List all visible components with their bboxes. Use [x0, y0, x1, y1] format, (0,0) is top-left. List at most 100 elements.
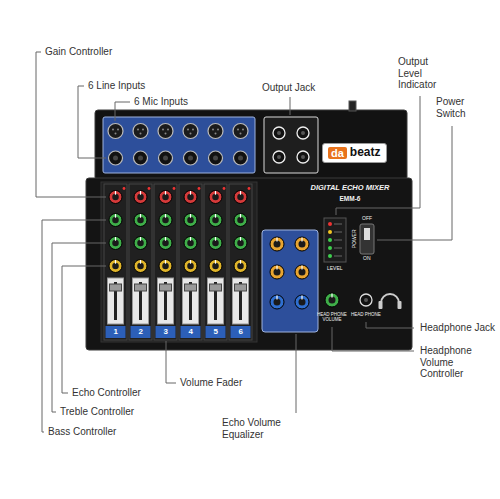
knob-tick — [240, 260, 241, 264]
knob-tick — [331, 294, 332, 298]
knob-tick — [301, 296, 302, 300]
knob-tick — [240, 191, 241, 195]
knob-tick — [215, 191, 216, 195]
knob — [209, 214, 222, 227]
line-jack-hole — [213, 156, 218, 161]
callout-label: Headphone Volume Controller — [420, 345, 494, 380]
channel-number: 3 — [164, 327, 168, 336]
knob — [109, 191, 122, 204]
power-toggle — [364, 228, 370, 240]
callout-label: Output Jack — [262, 82, 315, 94]
level-led — [328, 230, 332, 234]
knob-tick — [215, 260, 216, 264]
line-jack — [234, 151, 248, 165]
line-jack-hole — [163, 156, 168, 161]
knob-tick — [190, 191, 191, 195]
output-jack-hole — [301, 131, 305, 135]
fader-housing — [133, 278, 149, 324]
logo-badge: dabeatz — [322, 143, 387, 163]
line-jack — [159, 151, 173, 165]
fader-housing — [108, 278, 124, 324]
knob — [209, 237, 222, 250]
switch-text: POWER — [351, 229, 357, 248]
knob-tick — [215, 237, 216, 241]
leader-line — [42, 220, 106, 432]
mic-pin — [112, 129, 114, 131]
knob-tick — [140, 214, 141, 218]
level-led — [328, 222, 332, 226]
input-panel — [103, 117, 255, 173]
level-meter — [324, 218, 346, 262]
headphone-icon — [379, 301, 383, 309]
knob-tick — [276, 296, 277, 300]
leader-line — [52, 243, 106, 412]
callout-label: Treble Controller — [60, 406, 134, 418]
fader-handle — [135, 284, 147, 291]
fader-housing — [158, 278, 174, 324]
output-jack-hole — [277, 131, 281, 135]
knob — [134, 191, 147, 204]
channel-strip — [179, 184, 202, 340]
channel-number-box — [231, 326, 251, 338]
channel-strip — [204, 184, 227, 340]
knob-tick — [115, 191, 116, 195]
knob-tick — [140, 237, 141, 241]
callout-label: 6 Mic Inputs — [134, 96, 188, 108]
top-knob — [349, 101, 356, 111]
mic-pin — [240, 133, 242, 135]
leader-line — [166, 341, 176, 383]
peak-led — [223, 187, 226, 190]
callout-label: Volume Fader — [180, 377, 242, 389]
leader-line — [290, 97, 291, 115]
mic-jack — [158, 124, 173, 139]
channel-number: 5 — [214, 327, 218, 336]
peak-led — [148, 187, 151, 190]
mic-pin — [142, 129, 144, 131]
output-jack — [273, 151, 285, 163]
mic-pin — [165, 133, 167, 135]
mic-pin — [237, 129, 239, 131]
echo-panel — [262, 230, 318, 332]
fader-handle — [210, 284, 222, 291]
knob — [234, 214, 247, 227]
knob — [109, 260, 122, 273]
knob — [209, 191, 222, 204]
mic-jack — [208, 124, 223, 139]
panel-text: HEAD PHONE VOLUME — [317, 312, 347, 322]
knob — [184, 260, 197, 273]
channel-number: 4 — [189, 327, 193, 336]
logo-text: da — [328, 147, 347, 159]
knob-tick — [115, 214, 116, 218]
knob-tick — [115, 260, 116, 264]
fader-housing — [233, 278, 249, 324]
peak-led — [123, 187, 126, 190]
leader-line — [78, 86, 106, 158]
channel-strip — [104, 184, 127, 340]
knob — [295, 237, 309, 251]
knob — [159, 214, 172, 227]
mic-pin — [217, 129, 219, 131]
line-jack-hole — [138, 156, 143, 161]
mic-pin — [192, 129, 194, 131]
line-jack-hole — [113, 156, 118, 161]
meter-text: LEVEL — [327, 266, 343, 272]
leader-line — [332, 327, 414, 351]
knob — [234, 237, 247, 250]
channel-area — [101, 182, 257, 342]
callout-label: Power Switch — [436, 96, 480, 119]
channel-number-box — [181, 326, 201, 338]
knob — [295, 295, 309, 309]
level-tick — [334, 224, 342, 225]
output-panel — [264, 117, 318, 173]
channel-number-box — [106, 326, 126, 338]
mic-pin — [115, 133, 117, 135]
line-jack — [184, 151, 198, 165]
mic-pin — [137, 129, 139, 131]
level-led — [328, 254, 332, 258]
knob — [184, 191, 197, 204]
headphone-jack — [360, 294, 372, 306]
line-jack — [209, 151, 223, 165]
knob — [184, 214, 197, 227]
leader-line — [36, 52, 106, 197]
